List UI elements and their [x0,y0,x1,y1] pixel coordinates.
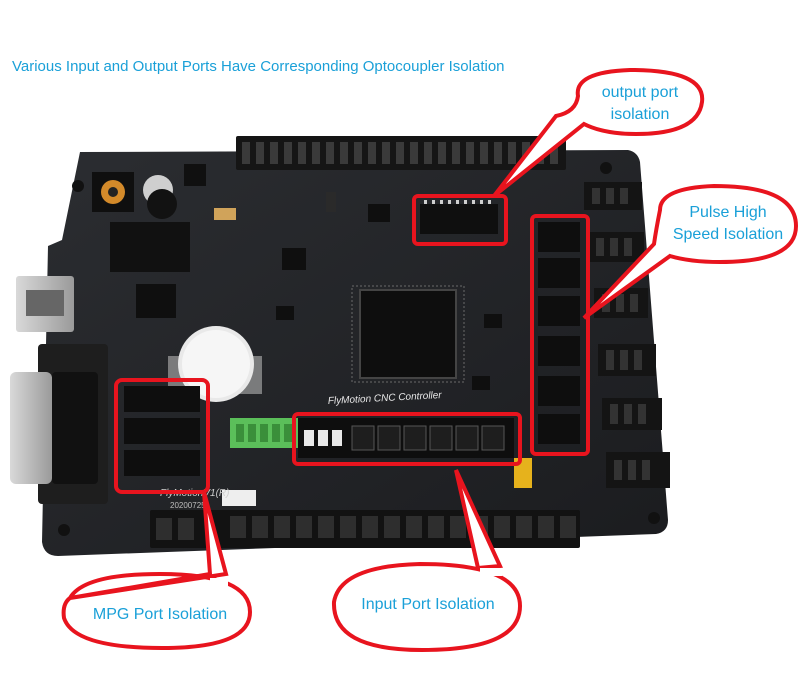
callout-pulse: Pulse High Speed Isolation [660,202,796,246]
input-port-box [292,412,522,466]
tantalum-capacitor [514,458,532,488]
input-optocouplers [298,418,514,458]
highlight-boxes [114,194,590,494]
mcu-chip [351,285,465,383]
pulse-optocouplers [538,222,580,444]
bubble-input-port [331,561,523,653]
callout-pulse-line2: Speed Isolation [672,226,784,243]
output-optocouplers [420,200,498,234]
callout-mpg-line1: MPG Port Isolation [92,606,228,623]
mpg-box [114,378,210,494]
db-serial-connector [10,344,108,504]
tail-seams [210,568,502,586]
pulse-box [530,214,590,456]
misc-chips [136,192,502,506]
mpg-optocouplers [124,386,200,476]
callout-mpg: MPG Port Isolation [74,604,246,626]
bubble-mpg [61,491,253,651]
callout-bubbles [61,67,799,653]
battery-holder [168,326,262,402]
callout-output-port-line2: isolation [610,106,670,123]
output-port-box [412,194,508,246]
callout-input-port-line1: Input Port Isolation [361,596,495,613]
green-terminal [230,418,302,448]
top-pin-header [236,136,566,170]
power-section [92,164,236,272]
silkscreen-code: 20200725 [170,501,206,510]
usb-connector [16,276,74,332]
callout-pulse-line1: Pulse High [689,204,767,221]
bubble-pulse [582,183,799,320]
bubble-input-port-tail [454,469,503,571]
right-connectors [584,182,670,488]
headline: Various Input and Output Ports Have Corr… [12,58,505,75]
callout-input-port: Input Port Isolation [340,594,516,616]
bubble-output-port [492,67,705,198]
callout-output-port: output port isolation [582,82,698,126]
callout-output-port-line1: output port [601,84,679,101]
